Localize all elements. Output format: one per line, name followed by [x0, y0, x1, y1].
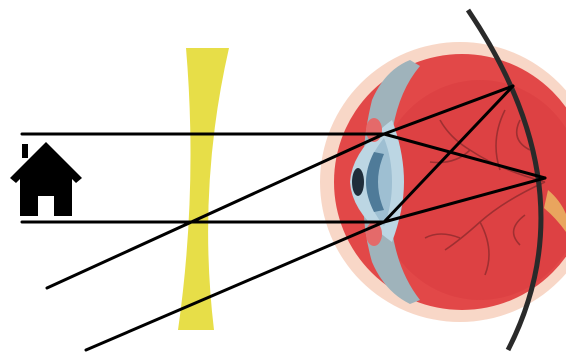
house-icon — [10, 142, 82, 216]
ray-lower-diagonal — [86, 222, 384, 350]
concave-lens — [178, 48, 229, 330]
pupil — [352, 168, 364, 196]
